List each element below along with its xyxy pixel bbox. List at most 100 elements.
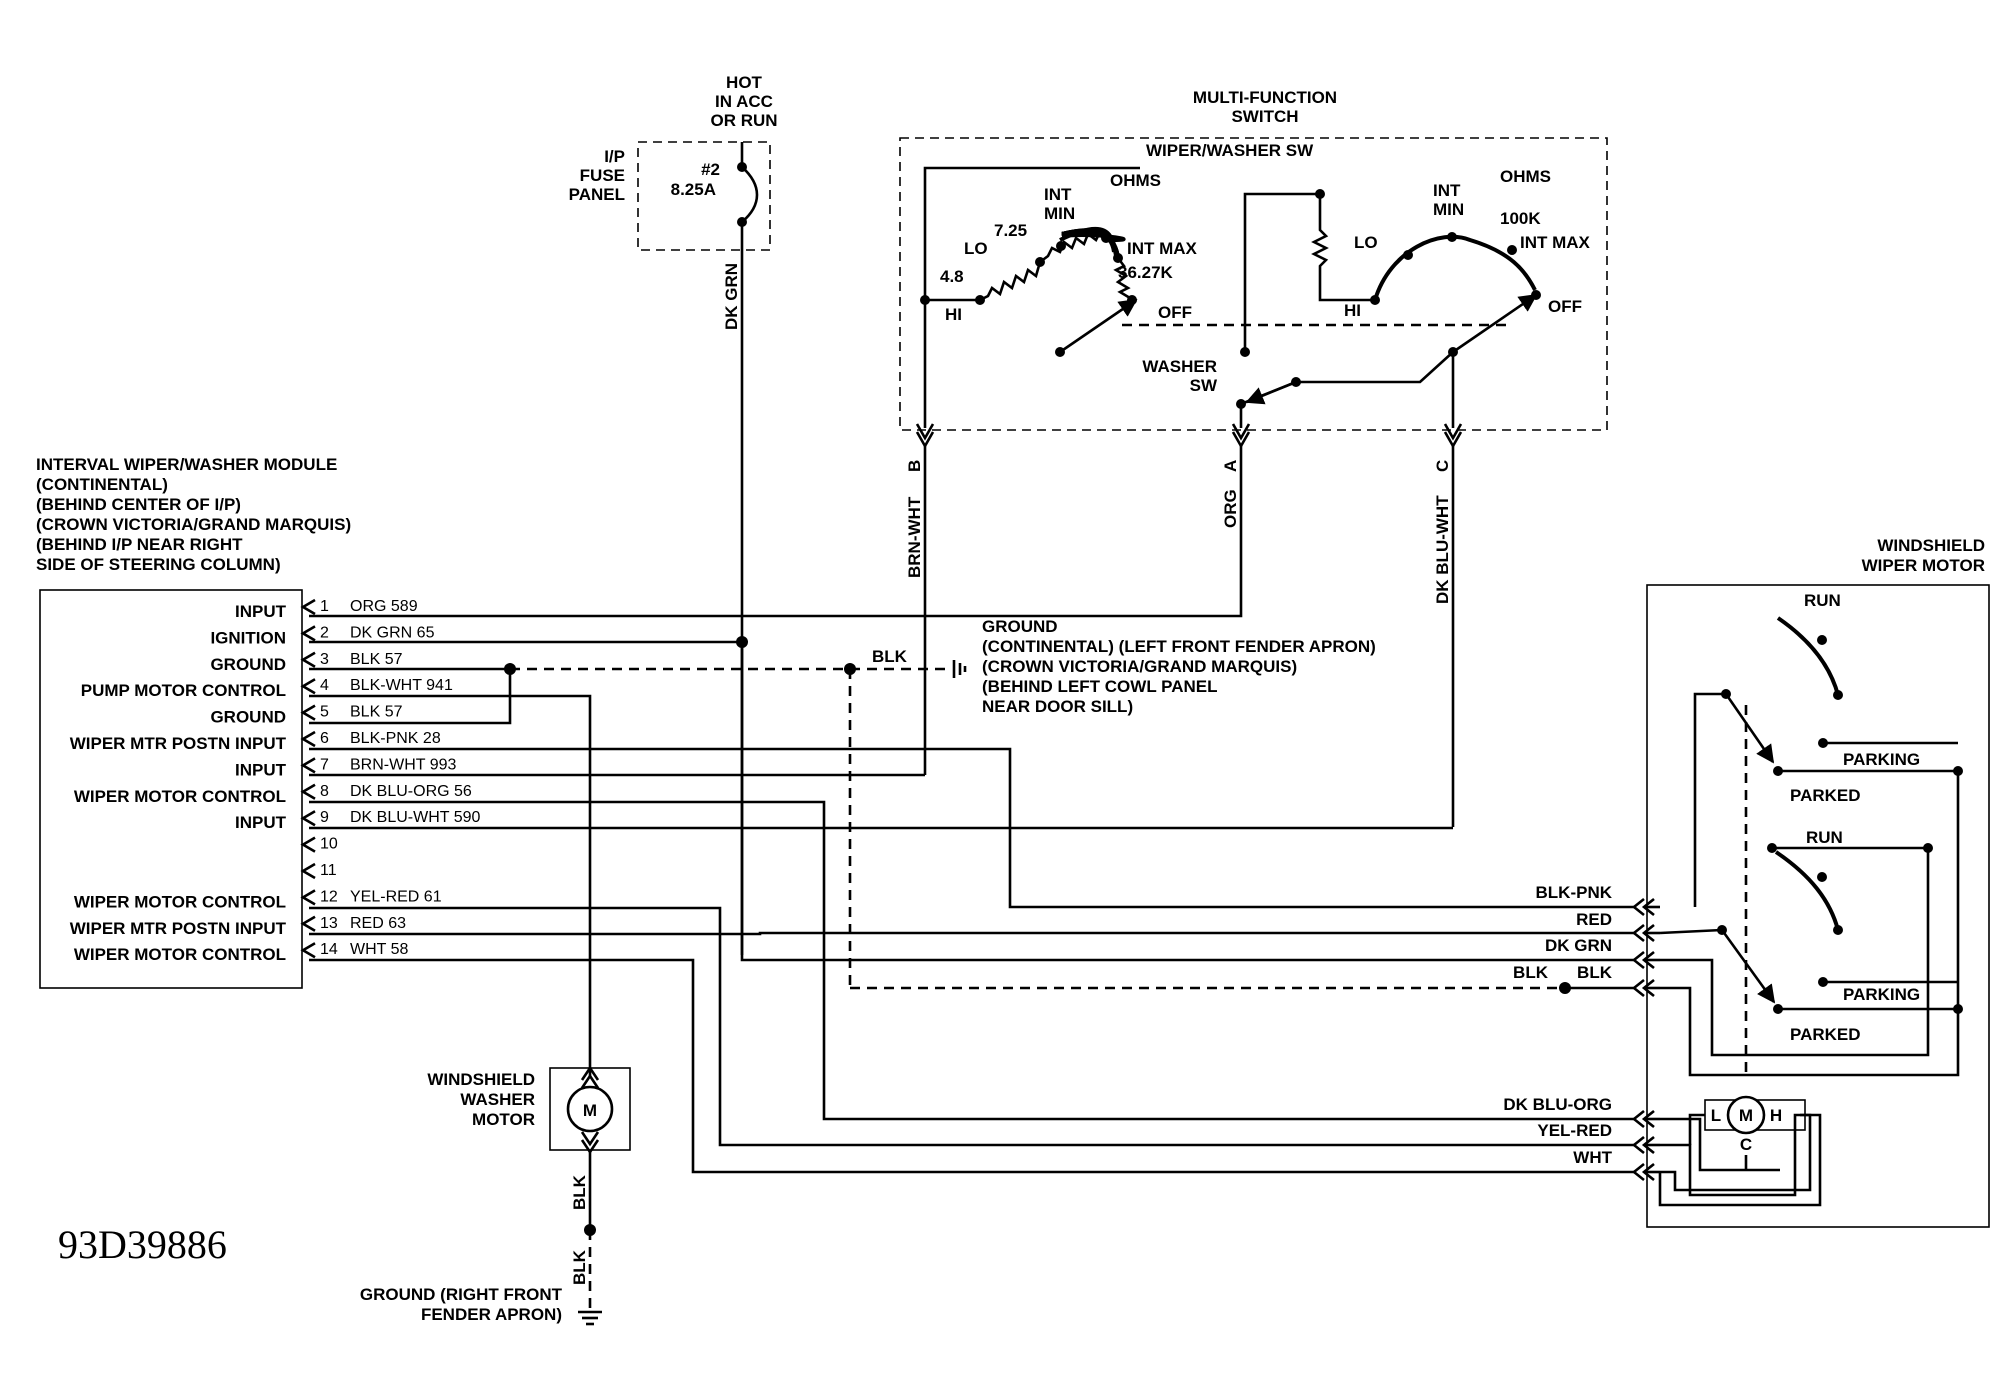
connector-icon [300, 704, 316, 721]
motor-symbol: M [583, 1101, 597, 1120]
switch-contact-dot [1833, 690, 1843, 700]
connector-icon [580, 1131, 600, 1155]
wire-8 [309, 800, 1634, 1121]
washer-sw-bus [1243, 192, 1320, 352]
wire-14 [309, 958, 1634, 1174]
module-box [39, 589, 303, 989]
pin-number: 2 [320, 624, 329, 641]
pin-wire-label: BLK-WHT 941 [350, 677, 453, 694]
off-label: OFF [1158, 303, 1192, 322]
pin-function-label: GROUND [210, 708, 286, 727]
pin-wire-label: ORG 589 [350, 598, 418, 615]
interval-wiper-washer-module: INTERVAL WIPER/WASHER MODULE (CONTINENTA… [36, 455, 481, 989]
terminal-a-label: A [1221, 460, 1240, 472]
brn-wht-wire-label: BRN-WHT [905, 496, 924, 578]
pin-function-label: PUMP MOTOR CONTROL [81, 681, 286, 700]
wire-4 [309, 694, 592, 1078]
run-label: RUN [1804, 591, 1841, 610]
wiper-motor-title: WINDSHIELD [1877, 536, 1985, 555]
pin-wire-label: WHT 58 [350, 941, 408, 958]
cam-contact [1774, 850, 1840, 931]
wiper-motor-box [1646, 584, 1990, 1228]
pin-number: 8 [320, 783, 329, 800]
motor-symbol: M [1739, 1106, 1753, 1125]
ground-location: (CROWN VICTORIA/GRAND MARQUIS) [982, 657, 1297, 676]
switch-contact-dot [1817, 635, 1827, 645]
resistor-100k-label: 100K [1500, 209, 1541, 228]
windshield-washer-motor: WINDSHIELD WASHER MOTOR M BLK BLK GROUND… [360, 1065, 631, 1326]
connector-icon [300, 915, 316, 932]
wiper-switch-blade [1059, 298, 1138, 354]
resistor-icon [979, 261, 1042, 302]
arc-contact [1373, 234, 1537, 301]
pin-number: 13 [320, 915, 338, 932]
connector-icon [300, 598, 316, 616]
pin-function-label: IGNITION [210, 628, 286, 647]
min-label: MIN [1433, 200, 1464, 219]
fuse-feed-label: IN ACC [715, 92, 773, 111]
motor-icon [1726, 1095, 1766, 1135]
switch-contact-dot [1817, 872, 1827, 882]
module-title: SIDE OF STEERING COLUMN) [36, 555, 281, 574]
int-label: INT [1044, 185, 1072, 204]
dk-grn-wire-label: DK GRN [722, 263, 741, 330]
pin-function-label: INPUT [235, 760, 287, 779]
switch-title: SWITCH [1231, 107, 1298, 126]
fuse-panel: HOT IN ACC OR RUN I/P FUSE PANEL #2 8.25… [569, 73, 778, 955]
module-title: (CROWN VICTORIA/GRAND MARQUIS) [36, 515, 351, 534]
washer-sw-label: WASHER [1142, 357, 1217, 376]
resistor-7.25-label: 7.25 [994, 221, 1027, 240]
hi-label: HI [945, 305, 962, 324]
washer-motor-title: WASHER [460, 1090, 535, 1109]
junction-dot [1240, 347, 1250, 357]
module-title: (CONTINENTAL) [36, 475, 168, 494]
resistor-icon [1311, 194, 1375, 302]
connector-icon [300, 810, 316, 827]
ground-location: (BEHIND LEFT COWL PANEL [982, 677, 1217, 696]
pin-number: 6 [320, 730, 329, 747]
wire-label-yel-red: YEL-RED [1537, 1121, 1612, 1140]
switch-subtitle: WIPER/WASHER SW [1146, 141, 1314, 160]
switch-pivot-dot [1055, 347, 1065, 357]
pin-number: 12 [320, 888, 338, 905]
org-wire-label: ORG [1221, 489, 1240, 528]
wiper-motor-title: WIPER MOTOR [1862, 556, 1985, 575]
washer-blk-label: BLK [570, 1249, 589, 1285]
switch-box [899, 137, 1608, 431]
switch-contact-dot [1833, 925, 1843, 935]
washer-ground-label: FENDER APRON) [421, 1305, 562, 1324]
motor-high-label: H [1770, 1106, 1782, 1125]
harness: BLK GROUND (CONTINENTAL) (LEFT FRONT FEN… [309, 613, 1634, 1174]
run-label: RUN [1806, 828, 1843, 847]
pin-function-label: WIPER MTR POSTN INPUT [70, 919, 287, 938]
pin-wire-label: RED 63 [350, 915, 406, 932]
connector-icon [300, 730, 316, 748]
parking-label: PARKING [1843, 750, 1920, 769]
wire-label-ground-blk: BLK [1513, 963, 1549, 982]
terminal-c-label: C [1433, 460, 1452, 472]
fuse-panel-label: I/P [604, 147, 625, 166]
fuse-rating: 8.25A [671, 180, 716, 199]
fuse-panel-label: PANEL [569, 185, 625, 204]
park-switch-blade [1720, 929, 1776, 1004]
module-title: (BEHIND I/P NEAR RIGHT [36, 535, 243, 554]
fuse-panel-box [637, 141, 771, 251]
wire-label-red: RED [1576, 910, 1612, 929]
connector-icon [300, 651, 316, 668]
wire-13 [309, 931, 1634, 936]
module-title: (BEHIND CENTER OF I/P) [36, 495, 241, 514]
wire-label-dk-blu-org: DK BLU-ORG [1503, 1095, 1612, 1114]
pin-number: 7 [320, 756, 329, 773]
int-label: INT [1433, 181, 1461, 200]
park-switch-blade [1724, 693, 1775, 764]
int-max-label: INT MAX [1127, 239, 1198, 258]
pin-function-label: INPUT [235, 813, 287, 832]
pin-number: 11 [320, 862, 337, 879]
left-ohms-label: OHMS [1110, 171, 1161, 190]
parked-label: PARKED [1790, 786, 1861, 805]
windshield-wiper-motor: WINDSHIELD WIPER MOTOR RUN PARKING PARKE… [1503, 536, 1990, 1228]
washer-switch-link [1240, 351, 1454, 406]
pin-number: 3 [320, 651, 329, 668]
wire-1 [309, 613, 1243, 618]
